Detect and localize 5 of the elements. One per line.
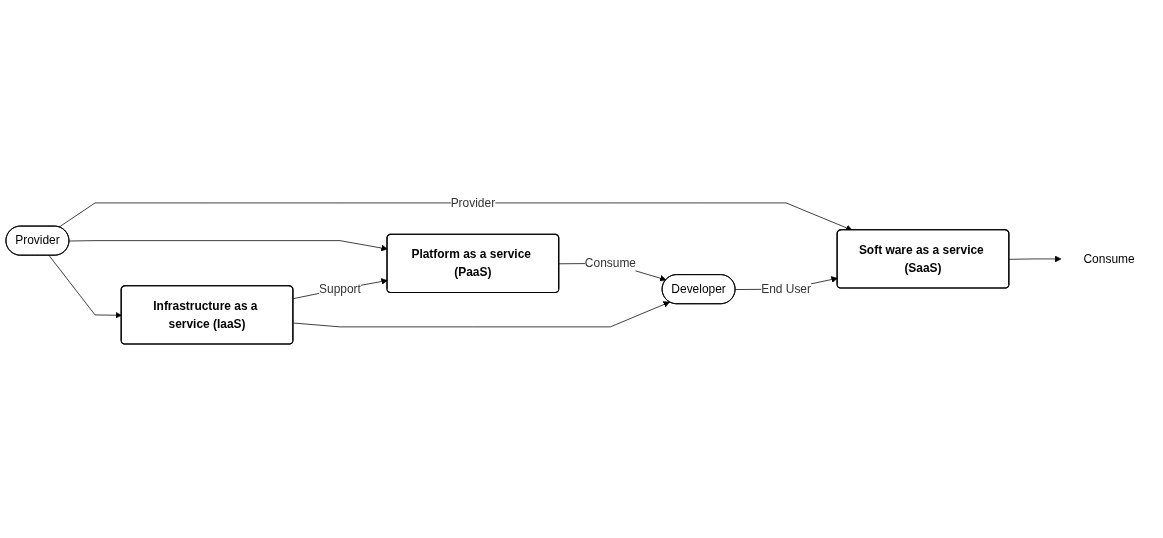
node-text: Consume bbox=[1083, 252, 1135, 265]
edge-label: End User bbox=[761, 282, 811, 296]
edge-label: Consume bbox=[584, 256, 636, 270]
edge-label: Provider bbox=[450, 196, 496, 209]
edge-label: Support bbox=[319, 282, 361, 296]
